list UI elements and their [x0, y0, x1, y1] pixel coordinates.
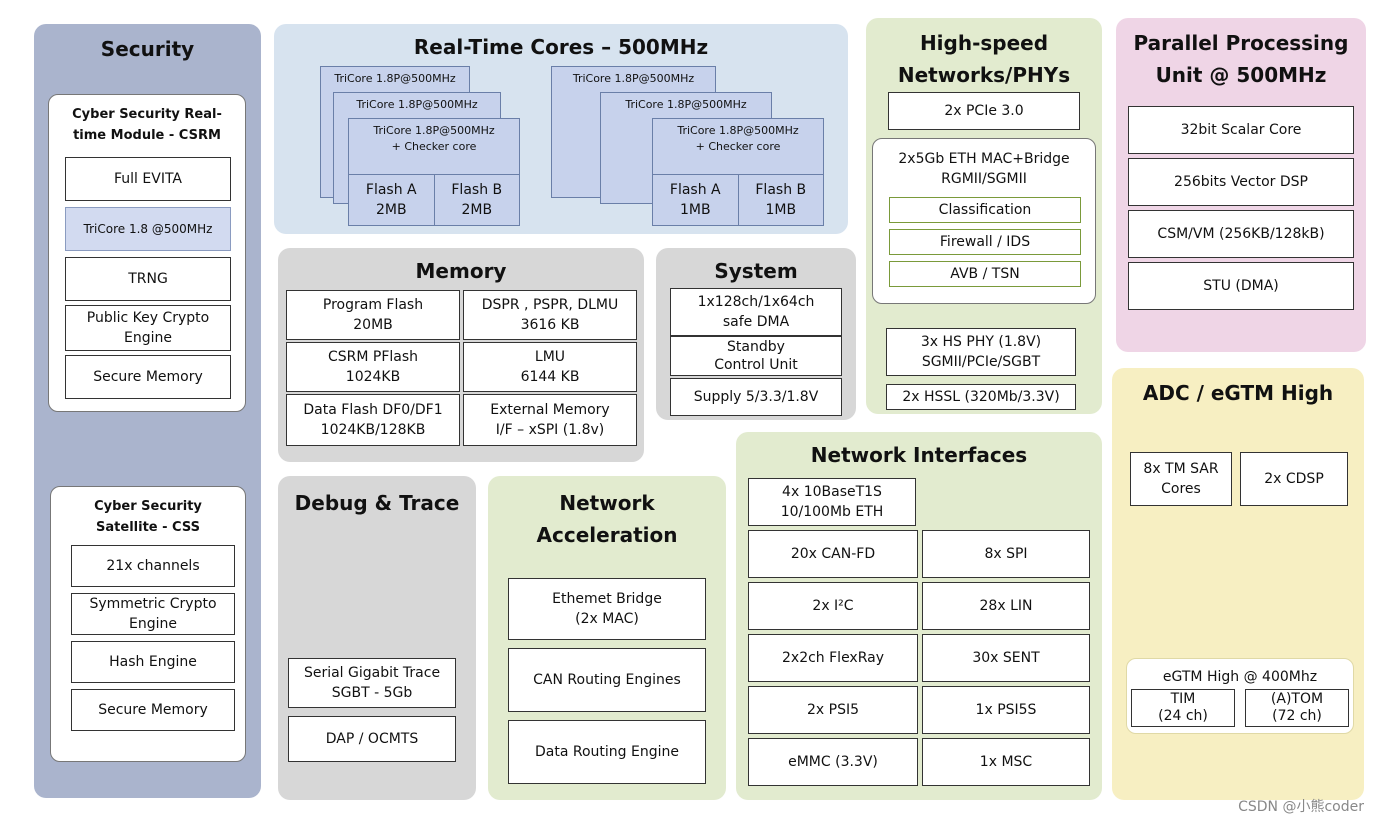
ppu-scalar-core: 32bit Scalar Core	[1128, 106, 1354, 154]
css-title-1: Cyber Security	[94, 499, 202, 514]
adc-cdsp: 2x CDSP	[1240, 452, 1348, 506]
netif-sent: 30x SENT	[922, 634, 1090, 682]
netif-i2c: 2x I²C	[748, 582, 918, 630]
css-hash-engine: Hash Engine	[71, 641, 235, 683]
egtm-title: eGTM High @ 400Mhz	[1162, 669, 1318, 685]
memory-title: Memory	[415, 259, 507, 283]
adc-title: ADC / eGTM High	[1142, 381, 1334, 405]
netaccel-panel: Network Acceleration Ethemet Bridge(2x M…	[488, 476, 726, 800]
css-title-2: Satellite - CSS	[96, 520, 200, 535]
eth-avb: AVB / TSN	[889, 261, 1081, 287]
netaccel-can: CAN Routing Engines	[508, 648, 706, 712]
netif-psi5s: 1x PSI5S	[922, 686, 1090, 734]
csrm-title-2: time Module - CSRM	[73, 128, 221, 143]
system-title: System	[714, 259, 798, 283]
eth-title-2: RGMII/SGMII	[941, 171, 1027, 187]
netaccel-data: Data Routing Engine	[508, 720, 706, 784]
ppu-vector-dsp: 256bits Vector DSP	[1128, 158, 1354, 206]
debug-title: Debug & Trace	[294, 491, 460, 515]
csrm-full-evita: Full EVITA	[65, 157, 231, 201]
csrm-title-1: Cyber Security Real-	[72, 107, 222, 122]
core-left-3: TriCore 1.8P@500MHz+ Checker core Flash …	[348, 118, 520, 226]
highspeed-title-2: Networks/PHYs	[897, 63, 1071, 87]
ppu-title-2: Unit @ 500MHz	[1155, 63, 1327, 87]
egtm-atom: (A)TOM(72 ch)	[1245, 689, 1349, 727]
css-channels: 21x channels	[71, 545, 235, 587]
eth-group: 2x5Gb ETH MAC+Bridge RGMII/SGMII Classif…	[872, 138, 1096, 304]
egtm-tim: TIM(24 ch)	[1131, 689, 1235, 727]
netaccel-bridge: Ethemet Bridge(2x MAC)	[508, 578, 706, 640]
netaccel-title-2: Acceleration	[536, 523, 678, 547]
netif-msc: 1x MSC	[922, 738, 1090, 786]
csrm-secure-memory: Secure Memory	[65, 355, 231, 399]
ppu-title-1: Parallel Processing	[1133, 31, 1349, 55]
css-secure-memory: Secure Memory	[71, 689, 235, 731]
debug-dap: DAP / OCMTS	[288, 716, 456, 762]
csrm-trng: TRNG	[65, 257, 231, 301]
core-right-3: TriCore 1.8P@500MHz+ Checker core Flash …	[652, 118, 824, 226]
netaccel-title-1: Network	[559, 491, 655, 515]
eth-title-1: 2x5Gb ETH MAC+Bridge	[898, 151, 1070, 167]
egtm-group: eGTM High @ 400Mhz TIM(24 ch) (A)TOM(72 …	[1126, 658, 1354, 734]
watermark: CSDN @小熊coder	[1238, 799, 1364, 815]
netif-title: Network Interfaces	[810, 443, 1028, 467]
realtime-title: Real-Time Cores – 500MHz	[413, 35, 709, 59]
security-panel: Security Cyber Security Real- time Modul…	[34, 24, 261, 798]
netif-can-fd: 20x CAN-FD	[748, 530, 918, 578]
highspeed-panel: High-speed Networks/PHYs 2x PCIe 3.0 2x5…	[866, 18, 1102, 414]
netif-lin: 28x LIN	[922, 582, 1090, 630]
netif-spi: 8x SPI	[922, 530, 1090, 578]
csrm-group: Cyber Security Real- time Module - CSRM …	[48, 94, 246, 412]
highspeed-hssl: 2x HSSL (320Mb/3.3V)	[886, 384, 1076, 410]
ppu-panel: Parallel Processing Unit @ 500MHz 32bit …	[1116, 18, 1366, 352]
css-sym-crypto: Symmetric Crypto Engine	[71, 593, 235, 635]
csrm-pk-crypto: Public Key Crypto Engine	[65, 305, 231, 351]
ppu-stu: STU (DMA)	[1128, 262, 1354, 310]
ppu-csm: CSM/VM (256KB/128kB)	[1128, 210, 1354, 258]
eth-classification: Classification	[889, 197, 1081, 223]
system-supply: Supply 5/3.3/1.8V	[670, 378, 842, 416]
security-title: Security	[100, 37, 195, 61]
highspeed-pcie: 2x PCIe 3.0	[888, 92, 1080, 130]
highspeed-title-1: High-speed	[919, 31, 1049, 55]
netif-flexray: 2x2ch FlexRay	[748, 634, 918, 682]
csrm-tricore: TriCore 1.8 @500MHz	[65, 207, 231, 251]
highspeed-phy: 3x HS PHY (1.8V)SGMII/PCIe/SGBT	[886, 328, 1076, 376]
css-group: Cyber Security Satellite - CSS 21x chann…	[50, 486, 246, 762]
eth-firewall: Firewall / IDS	[889, 229, 1081, 255]
netif-emmc: eMMC (3.3V)	[748, 738, 918, 786]
netif-psi5: 2x PSI5	[748, 686, 918, 734]
